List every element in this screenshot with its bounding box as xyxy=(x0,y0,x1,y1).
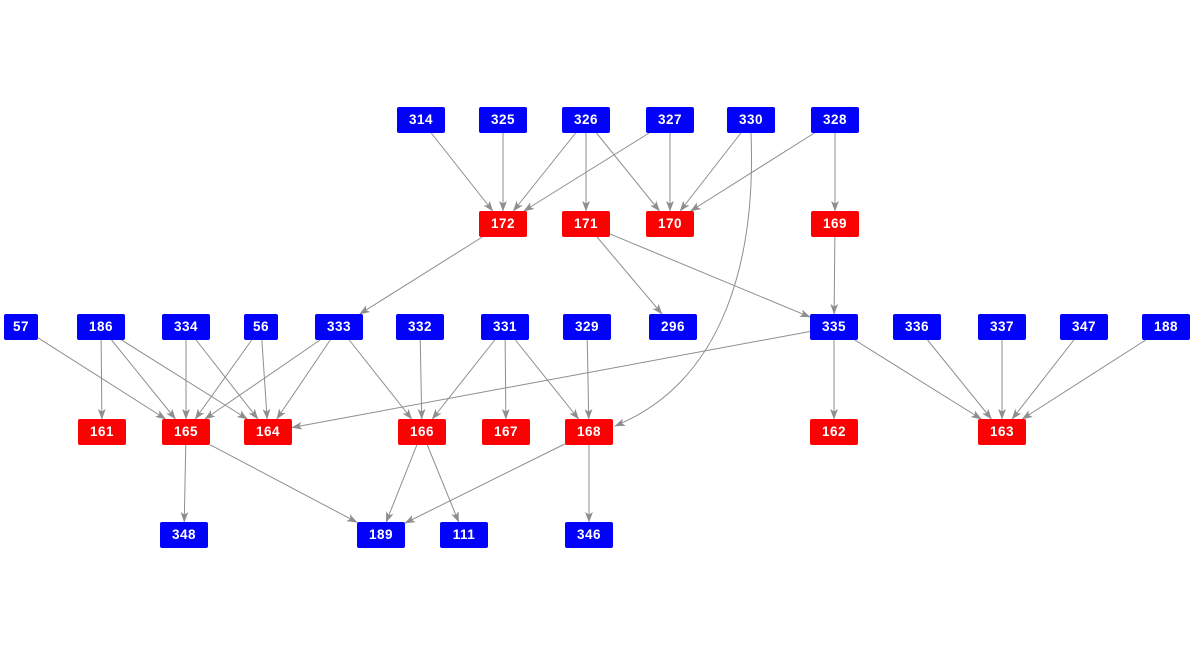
node-296[interactable]: 296 xyxy=(649,314,697,340)
edge-165-189 xyxy=(209,444,358,523)
edge-168-189 xyxy=(404,443,566,524)
node-167[interactable]: 167 xyxy=(482,419,530,445)
node-163[interactable]: 163 xyxy=(978,419,1026,445)
node-346[interactable]: 346 xyxy=(565,522,613,548)
node-333[interactable]: 333 xyxy=(315,314,363,340)
node-337[interactable]: 337 xyxy=(978,314,1026,340)
node-169[interactable]: 169 xyxy=(811,211,859,237)
node-171[interactable]: 171 xyxy=(562,211,610,237)
edge-329-168 xyxy=(584,339,593,420)
node-111[interactable]: 111 xyxy=(440,522,488,548)
edge-331-167 xyxy=(501,339,510,420)
node-161[interactable]: 161 xyxy=(78,419,126,445)
node-331[interactable]: 331 xyxy=(481,314,529,340)
node-188[interactable]: 188 xyxy=(1142,314,1190,340)
edge-335-164 xyxy=(291,330,811,430)
edge-332-166 xyxy=(417,339,426,420)
edge-347-163 xyxy=(1011,339,1075,420)
node-168[interactable]: 168 xyxy=(565,419,613,445)
edge-336-163 xyxy=(927,339,992,420)
edge-330-168 xyxy=(614,132,752,427)
node-328[interactable]: 328 xyxy=(811,107,859,133)
node-335[interactable]: 335 xyxy=(810,314,858,340)
node-170[interactable]: 170 xyxy=(646,211,694,237)
edge-334-164 xyxy=(195,339,259,420)
edge-186-164 xyxy=(121,339,248,420)
edge-169-335 xyxy=(830,236,839,315)
node-56[interactable]: 56 xyxy=(244,314,278,340)
node-325[interactable]: 325 xyxy=(479,107,527,133)
node-162[interactable]: 162 xyxy=(810,419,858,445)
edge-333-165 xyxy=(204,339,321,420)
edge-314-172 xyxy=(430,132,494,212)
edge-56-165 xyxy=(194,339,253,420)
edge-333-166 xyxy=(348,339,413,420)
node-332[interactable]: 332 xyxy=(396,314,444,340)
node-336[interactable]: 336 xyxy=(893,314,941,340)
node-172[interactable]: 172 xyxy=(479,211,527,237)
edge-171-296 xyxy=(596,236,663,315)
edge-171-335 xyxy=(609,233,811,318)
edge-57-165 xyxy=(37,337,167,420)
node-330[interactable]: 330 xyxy=(727,107,775,133)
edge-327-172 xyxy=(523,132,650,212)
node-164[interactable]: 164 xyxy=(244,419,292,445)
edge-326-170 xyxy=(596,132,660,212)
edge-335-163 xyxy=(854,339,982,420)
node-326[interactable]: 326 xyxy=(562,107,610,133)
node-57[interactable]: 57 xyxy=(4,314,38,340)
edge-166-111 xyxy=(426,444,460,523)
node-186[interactable]: 186 xyxy=(77,314,125,340)
edge-166-189 xyxy=(385,444,418,523)
edge-188-163 xyxy=(1021,339,1146,420)
edge-333-164 xyxy=(276,339,331,420)
node-189[interactable]: 189 xyxy=(357,522,405,548)
node-347[interactable]: 347 xyxy=(1060,314,1108,340)
edge-326-172 xyxy=(512,132,577,212)
edge-172-333 xyxy=(359,236,483,315)
node-348[interactable]: 348 xyxy=(160,522,208,548)
node-314[interactable]: 314 xyxy=(397,107,445,133)
edge-186-161 xyxy=(97,339,106,420)
edge-330-170 xyxy=(679,132,742,212)
node-327[interactable]: 327 xyxy=(646,107,694,133)
node-166[interactable]: 166 xyxy=(398,419,446,445)
edge-186-165 xyxy=(111,339,176,420)
edge-331-168 xyxy=(515,339,579,420)
edge-165-348 xyxy=(180,444,189,523)
edge-328-170 xyxy=(690,132,815,212)
node-329[interactable]: 329 xyxy=(563,314,611,340)
edge-331-166 xyxy=(431,339,496,420)
edge-56-164 xyxy=(261,339,271,420)
node-334[interactable]: 334 xyxy=(162,314,210,340)
node-165[interactable]: 165 xyxy=(162,419,210,445)
